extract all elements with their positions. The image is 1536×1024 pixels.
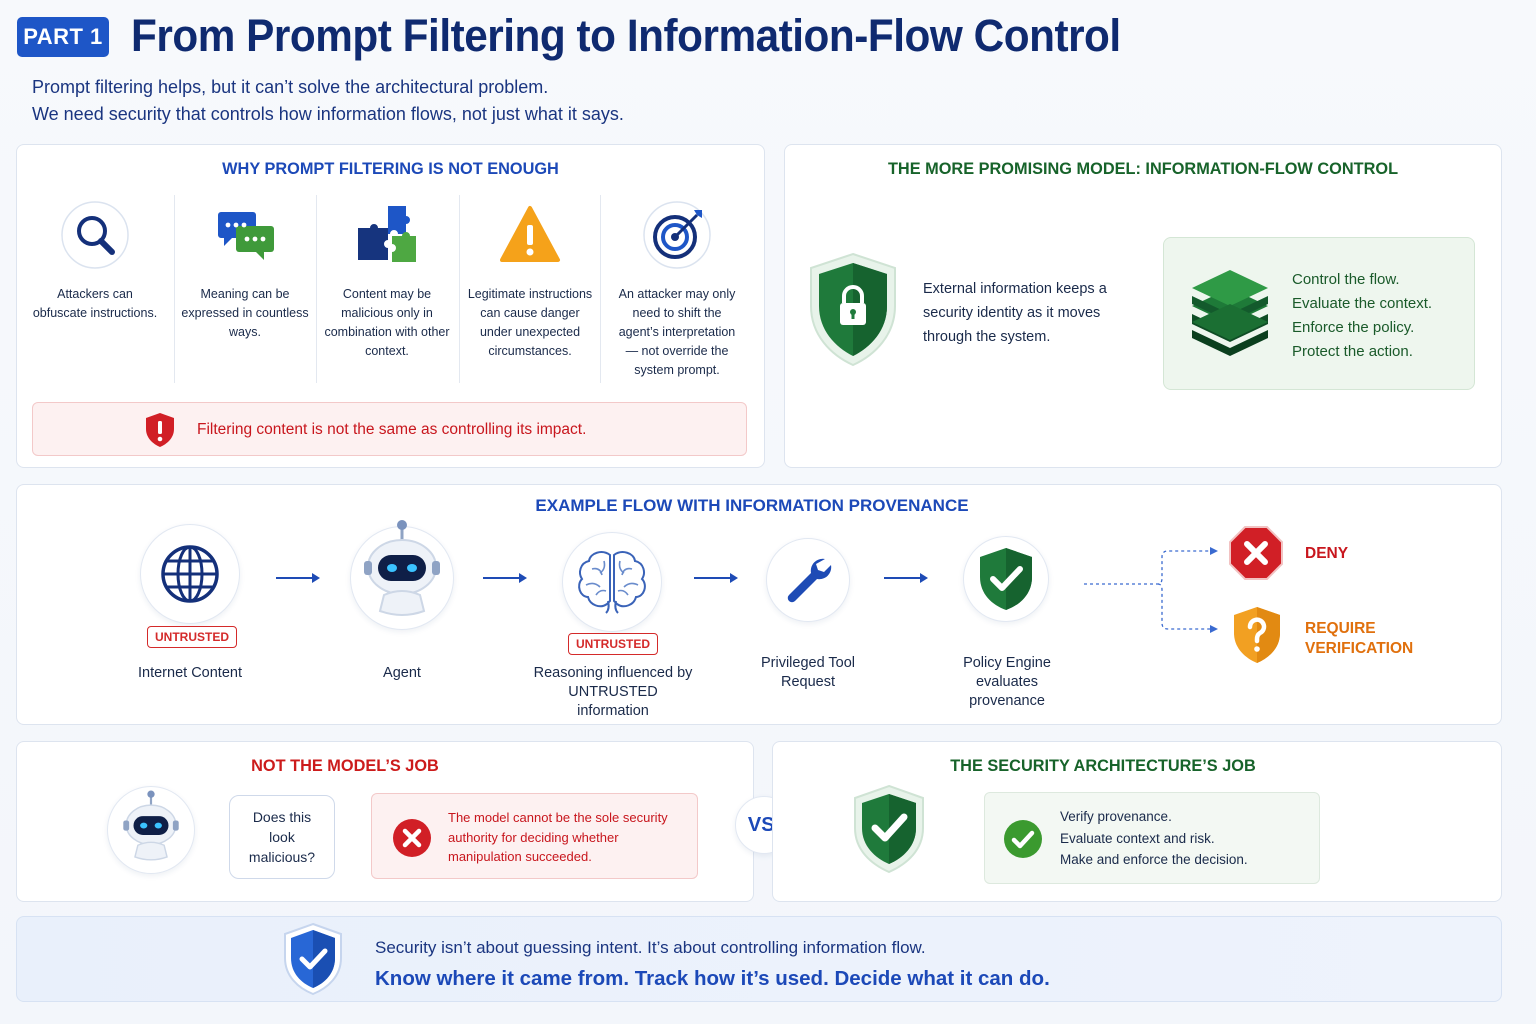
flow-node-label: Privileged Tool Request bbox=[760, 655, 856, 690]
provenance-flow-panel: EXAMPLE FLOW WITH INFORMATION PROVENANCE bbox=[16, 484, 1502, 725]
divider bbox=[600, 195, 601, 383]
divider bbox=[174, 195, 175, 383]
flow-node-label: Policy Engine evaluates provenance bbox=[963, 655, 1051, 709]
reason-text: An attacker may only need to shift the a… bbox=[618, 287, 736, 377]
reason-item-obfuscate: Attackers can obfuscate instructions. bbox=[24, 195, 166, 383]
divider bbox=[459, 195, 460, 383]
security-job-item: Evaluate context and risk. bbox=[1060, 830, 1215, 846]
ifc-step: Evaluate the context. bbox=[1292, 295, 1433, 312]
flow-node-label: Internet Content bbox=[138, 665, 242, 681]
footer-line-1: Security isn’t about guessing intent. It… bbox=[375, 938, 926, 957]
model-warning-text: The model cannot be the sole security au… bbox=[448, 810, 668, 864]
check-circle-icon bbox=[1003, 819, 1043, 864]
question-shield-icon bbox=[1231, 605, 1283, 670]
ifc-steps-box: Control the flow. Evaluate the context. … bbox=[1163, 237, 1475, 390]
reason-text: Attackers can obfuscate instructions. bbox=[32, 287, 158, 320]
magnifier-icon bbox=[60, 200, 130, 270]
shield-check-icon bbox=[963, 536, 1049, 622]
callout-text: Filtering content is not the same as con… bbox=[197, 421, 587, 438]
subtitle-line-2: We need security that controls how infor… bbox=[32, 104, 624, 124]
ifc-panel-title: THE MORE PROMISING MODEL: INFORMATION-FL… bbox=[887, 159, 1399, 178]
subtitle-line-1: Prompt filtering helps, but it can’t sol… bbox=[32, 77, 549, 97]
robot-icon bbox=[350, 520, 454, 630]
not-model-job-panel: NOT THE MODEL’S JOB Does this look malic… bbox=[16, 741, 754, 902]
flow-node-label: Reasoning influenced by UNTRUSTED inform… bbox=[533, 665, 693, 719]
puzzle-icon bbox=[352, 200, 422, 270]
security-job-list: Verify provenance. Evaluate context and … bbox=[1060, 806, 1248, 871]
security-job-box: Verify provenance. Evaluate context and … bbox=[984, 792, 1320, 884]
reason-text: Content may be malicious only in combina… bbox=[324, 287, 450, 358]
question-bubble: Does this look malicious? bbox=[229, 795, 335, 879]
flow-node-label: Agent bbox=[383, 665, 421, 681]
brain-icon bbox=[562, 532, 662, 632]
security-job-item: Verify provenance. bbox=[1060, 809, 1172, 824]
shield-lock-icon bbox=[807, 251, 899, 374]
chat-bubbles-icon bbox=[210, 200, 280, 270]
not-model-title: NOT THE MODEL’S JOB bbox=[251, 756, 439, 775]
flow-arrow bbox=[884, 573, 928, 583]
globe-icon bbox=[140, 524, 240, 624]
security-job-title: THE SECURITY ARCHITECTURE’S JOB bbox=[950, 756, 1256, 775]
model-warning-box: The model cannot be the sole security au… bbox=[371, 793, 698, 879]
ifc-steps-list: Control the flow. Evaluate the context. … bbox=[1292, 268, 1432, 364]
reason-item-combination: Content may be malicious only in combina… bbox=[316, 195, 458, 383]
shield-check-icon bbox=[853, 784, 925, 881]
page-title: From Prompt Filtering to Information-Flo… bbox=[131, 10, 1121, 61]
ifc-description: External information keeps a security id… bbox=[923, 281, 1107, 345]
reason-item-interpretation: An attacker may only need to shift the a… bbox=[606, 195, 748, 383]
filtering-callout: Filtering content is not the same as con… bbox=[32, 402, 747, 456]
flow-arrow bbox=[483, 573, 527, 583]
robot-icon bbox=[107, 786, 195, 874]
ifc-step: Protect the action. bbox=[1292, 343, 1413, 360]
part-badge: PART 1 bbox=[17, 17, 109, 57]
flow-panel-title: EXAMPLE FLOW WITH INFORMATION PROVENANCE bbox=[535, 496, 969, 515]
reason-text: Legitimate instructions can cause danger… bbox=[467, 287, 593, 358]
deny-label: DENY bbox=[1305, 545, 1349, 562]
divider bbox=[316, 195, 317, 383]
reason-text: Meaning can be expressed in countless wa… bbox=[181, 287, 309, 339]
footer-banner: Security isn’t about guessing intent. It… bbox=[16, 916, 1502, 1002]
wrench-icon bbox=[766, 538, 850, 622]
flow-arrow bbox=[276, 573, 320, 583]
ifc-step: Enforce the policy. bbox=[1292, 319, 1415, 336]
security-job-panel: THE SECURITY ARCHITECTURE’S JOB Verify p… bbox=[772, 741, 1502, 902]
untrusted-tag: UNTRUSTED bbox=[147, 626, 237, 648]
reason-item-legitimate: Legitimate instructions can cause danger… bbox=[459, 195, 601, 383]
branch-connector bbox=[1084, 547, 1218, 633]
deny-icon bbox=[1228, 525, 1284, 586]
shield-check-blue-icon bbox=[283, 922, 343, 1001]
reason-item-meaning: Meaning can be expressed in countless wa… bbox=[174, 195, 316, 383]
why-panel-title: WHY PROMPT FILTERING IS NOT ENOUGH bbox=[222, 159, 559, 178]
footer-line-2: Know where it came from. Track how it’s … bbox=[375, 967, 1050, 990]
security-job-item: Make and enforce the decision. bbox=[1060, 852, 1248, 867]
warning-icon bbox=[495, 200, 565, 270]
ifc-step: Control the flow. bbox=[1292, 271, 1400, 288]
x-circle-icon bbox=[392, 818, 432, 863]
target-icon bbox=[642, 200, 712, 270]
untrusted-tag: UNTRUSTED bbox=[568, 633, 658, 655]
flow-arrow bbox=[694, 573, 738, 583]
ifc-panel: THE MORE PROMISING MODEL: INFORMATION-FL… bbox=[784, 144, 1502, 468]
shield-alert-icon bbox=[143, 411, 177, 454]
require-verification-label: REQUIRE VERIFICATION bbox=[1305, 620, 1414, 657]
layers-icon bbox=[1188, 270, 1272, 365]
